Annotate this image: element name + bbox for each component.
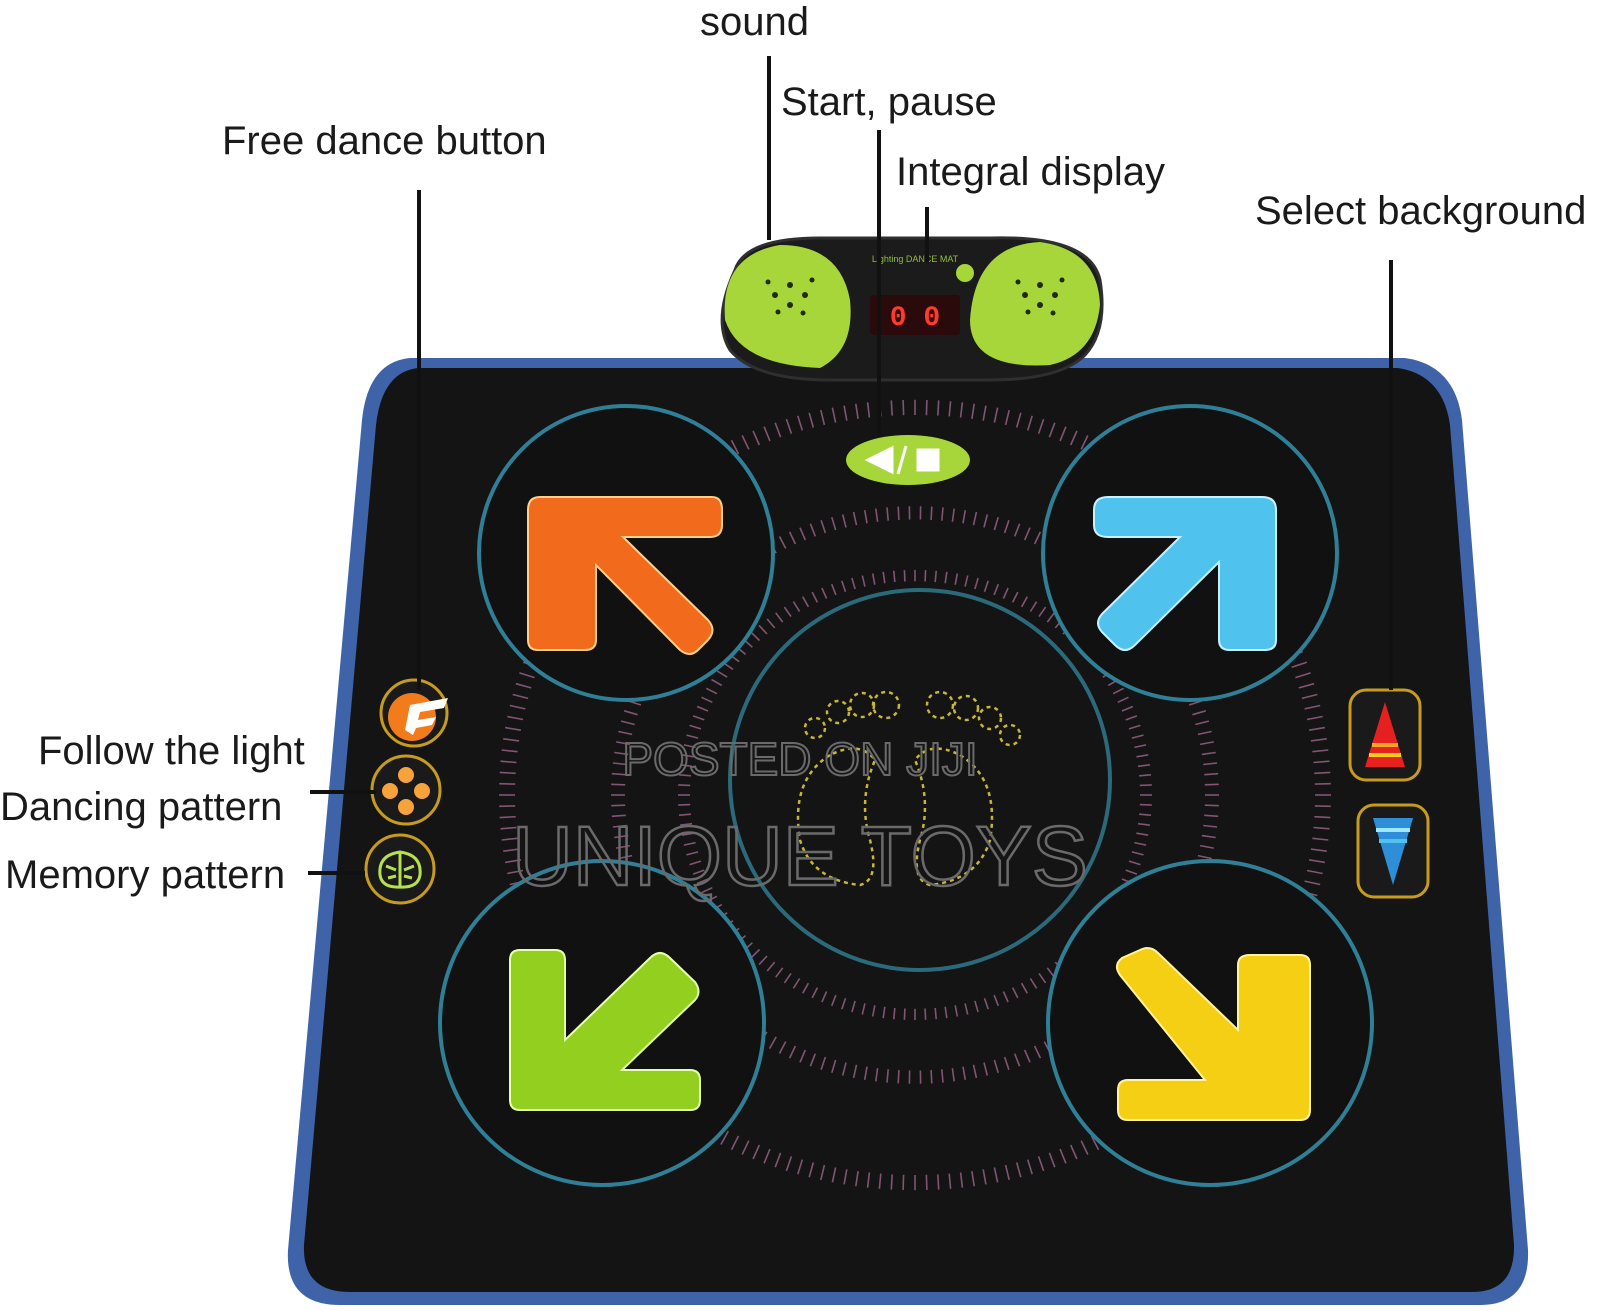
start-pause-button[interactable] bbox=[846, 435, 970, 485]
arrow-pad-up-right[interactable] bbox=[1043, 406, 1337, 700]
callout-dancing-pattern: Dancing pattern bbox=[0, 787, 282, 827]
callout-sound: sound bbox=[700, 2, 809, 42]
ring-tick bbox=[935, 571, 936, 582]
ring-tick bbox=[500, 772, 516, 773]
ring-tick bbox=[931, 1070, 932, 1083]
ring-tick bbox=[904, 1009, 905, 1020]
ring-tick bbox=[938, 1174, 939, 1189]
arrow-pad-down-right[interactable] bbox=[1048, 861, 1372, 1185]
ring-tick bbox=[1139, 775, 1151, 776]
ring-tick bbox=[1140, 805, 1152, 806]
ring-tick bbox=[1205, 805, 1219, 806]
ring-tick bbox=[678, 805, 690, 806]
callout-follow-light: Follow the light bbox=[38, 731, 305, 771]
console-knob[interactable] bbox=[956, 264, 974, 282]
ring-tick bbox=[611, 805, 625, 806]
callout-start-pause: Start, pause bbox=[781, 82, 997, 122]
callout-memory-pattern: Memory pattern bbox=[5, 855, 285, 895]
console-brand: Lighting DANCE MAT bbox=[872, 254, 959, 264]
background-down-button[interactable] bbox=[1358, 805, 1428, 897]
ring-tick bbox=[926, 1175, 927, 1190]
display-digits: 0 0 bbox=[890, 303, 940, 334]
watermark-line-1: POSTED ON JIJI bbox=[622, 733, 977, 785]
ring-tick bbox=[891, 1174, 892, 1189]
ring-tick bbox=[903, 1175, 904, 1190]
ring-tick bbox=[1314, 772, 1330, 773]
background-up-button[interactable] bbox=[1350, 690, 1420, 780]
ring-tick bbox=[898, 1070, 899, 1083]
ring-tick bbox=[938, 400, 939, 415]
dancing-pattern-button[interactable] bbox=[372, 756, 440, 824]
memory-pattern-button[interactable] bbox=[366, 835, 434, 903]
ring-tick bbox=[935, 1008, 936, 1019]
ring-tick bbox=[1204, 815, 1218, 816]
watermark-line-2: UNIQUE TOYS bbox=[512, 809, 1088, 903]
ring-tick bbox=[891, 400, 892, 415]
ring-tick bbox=[904, 570, 905, 581]
ring-tick bbox=[894, 1008, 895, 1019]
ring-tick bbox=[898, 507, 899, 520]
ring-tick bbox=[894, 571, 895, 582]
ring-tick bbox=[903, 400, 904, 415]
ring-tick bbox=[1139, 814, 1151, 815]
ring-tick bbox=[931, 507, 932, 520]
callout-integral-display: Integral display bbox=[896, 152, 1165, 192]
ring-tick bbox=[1140, 785, 1152, 786]
ring-tick bbox=[925, 570, 926, 581]
ring-tick bbox=[1205, 784, 1219, 785]
ring-tick bbox=[1204, 774, 1218, 775]
ring-tick bbox=[1314, 817, 1330, 818]
console-unit: 0 0 Lighting DANCE MAT bbox=[722, 238, 1102, 380]
ring-tick bbox=[925, 1009, 926, 1020]
callout-select-background: Select background bbox=[1255, 191, 1586, 231]
callout-free-dance: Free dance button bbox=[222, 121, 547, 161]
arrow-pad-up-left[interactable] bbox=[479, 406, 773, 700]
ring-tick bbox=[926, 400, 927, 415]
free-dance-button[interactable] bbox=[381, 680, 448, 746]
arrow-pad-down-left[interactable] bbox=[440, 861, 764, 1185]
